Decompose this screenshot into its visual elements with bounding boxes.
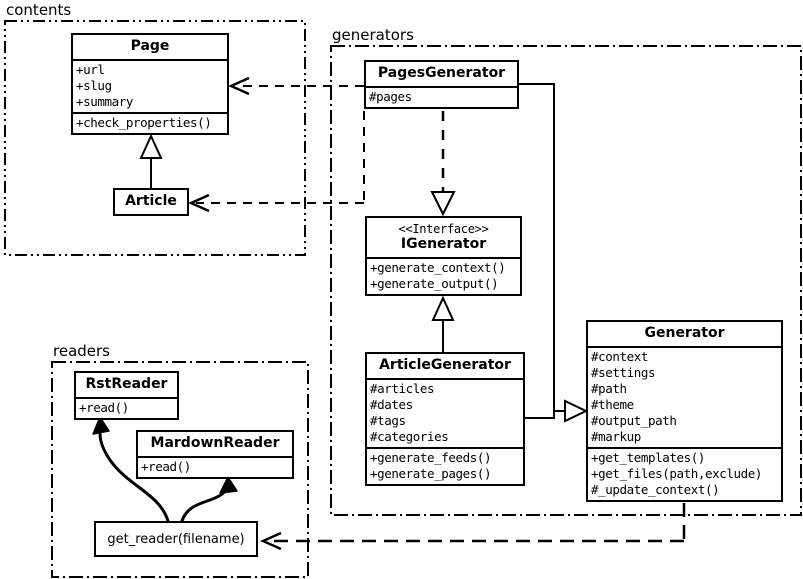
- operation-row: +generate_output(): [370, 276, 499, 291]
- class-attributes-pagesgenerator: #pages: [366, 86, 517, 107]
- attribute-row: #path: [591, 381, 627, 396]
- attribute-row: #pages: [369, 89, 412, 104]
- relationship-article-to-page: [139, 133, 163, 188]
- class-title-page: Page: [130, 38, 170, 54]
- attribute-row: +summary: [76, 94, 134, 109]
- operation-row: +generate_feeds(): [370, 450, 492, 465]
- class-operations-mardownreader: +read(): [138, 456, 292, 477]
- attribute-row: #settings: [591, 365, 656, 380]
- operation-row: #_update_context(): [591, 482, 720, 497]
- operation-row: +read(): [141, 459, 191, 474]
- attribute-row: #markup: [591, 429, 641, 444]
- stereotype-interface: <<Interface>>: [398, 222, 489, 236]
- class-box-generator[interactable]: Generator #context #settings #path #them…: [586, 320, 783, 502]
- class-title-igenerator: <<Interface>> IGenerator: [367, 218, 520, 257]
- attribute-row: #theme: [591, 397, 634, 412]
- class-title-rstreader: RstReader: [85, 376, 168, 392]
- attribute-row: #dates: [370, 397, 413, 412]
- attribute-row: #output_path: [591, 413, 677, 428]
- class-title-article: Article: [125, 193, 177, 209]
- relationship-getreader-to-mardownreader: [180, 476, 238, 523]
- class-title-mardownreader: MardownReader: [150, 435, 280, 451]
- operation-row: +check_properties(): [76, 115, 212, 130]
- operation-row: +generate_pages(): [370, 466, 492, 481]
- relationship-articlegenerator-to-igenerator: [431, 295, 455, 352]
- operation-row: +generate_context(): [370, 260, 506, 275]
- relationship-generator-to-getreader: [260, 503, 686, 551]
- class-title-generator: Generator: [644, 325, 725, 341]
- class-title-pagesgenerator: PagesGenerator: [377, 65, 506, 81]
- class-operations-page: +check_properties(): [73, 112, 227, 133]
- class-box-articlegenerator[interactable]: ArticleGenerator #articles #dates #tags …: [365, 352, 525, 486]
- attribute-row: #tags: [370, 413, 406, 428]
- class-name-igenerator: IGenerator: [400, 236, 487, 252]
- relationship-pagesgenerator-to-igenerator: [430, 111, 456, 217]
- class-box-page[interactable]: Page +url +slug +summary +check_properti…: [71, 33, 229, 135]
- function-label-get-reader: get_reader(filename): [107, 531, 245, 547]
- attribute-row: +url: [76, 62, 105, 77]
- package-label-generators: generators: [330, 26, 416, 44]
- relationship-pagesgenerator-to-generator: [519, 83, 565, 412]
- class-box-igenerator[interactable]: <<Interface>> IGenerator +generate_conte…: [365, 216, 522, 296]
- attribute-row: #articles: [370, 381, 435, 396]
- class-box-pagesgenerator[interactable]: PagesGenerator #pages: [364, 60, 519, 109]
- class-operations-generator: +get_templates() +get_files(path,exclude…: [588, 447, 781, 500]
- operation-row: +get_files(path,exclude): [591, 466, 763, 481]
- class-operations-articlegenerator: +generate_feeds() +generate_pages(): [367, 447, 523, 484]
- class-operations-igenerator: +generate_context() +generate_output(): [367, 257, 520, 294]
- class-attributes-generator: #context #settings #path #theme #output_…: [588, 346, 781, 447]
- class-attributes-page: +url +slug +summary: [73, 59, 227, 112]
- class-title-articlegenerator: ArticleGenerator: [379, 357, 511, 373]
- relationship-articlegenerator-to-generator: [525, 399, 589, 423]
- attribute-row: +slug: [76, 78, 112, 93]
- operation-row: +get_templates(): [591, 450, 706, 465]
- relationship-pagesgenerator-to-page: [228, 76, 364, 96]
- package-label-readers: readers: [51, 342, 112, 360]
- class-box-mardownreader[interactable]: MardownReader +read(): [136, 430, 294, 479]
- class-attributes-articlegenerator: #articles #dates #tags #categories: [367, 378, 523, 447]
- package-label-contents: contents: [4, 1, 74, 19]
- function-box-get-reader[interactable]: get_reader(filename): [94, 521, 258, 557]
- class-box-article[interactable]: Article: [113, 188, 189, 216]
- attribute-row: #context: [591, 349, 649, 364]
- class-box-rstreader[interactable]: RstReader +read(): [74, 371, 179, 420]
- attribute-row: #categories: [370, 429, 449, 444]
- operation-row: +read(): [79, 400, 129, 415]
- class-operations-rstreader: +read(): [76, 397, 177, 418]
